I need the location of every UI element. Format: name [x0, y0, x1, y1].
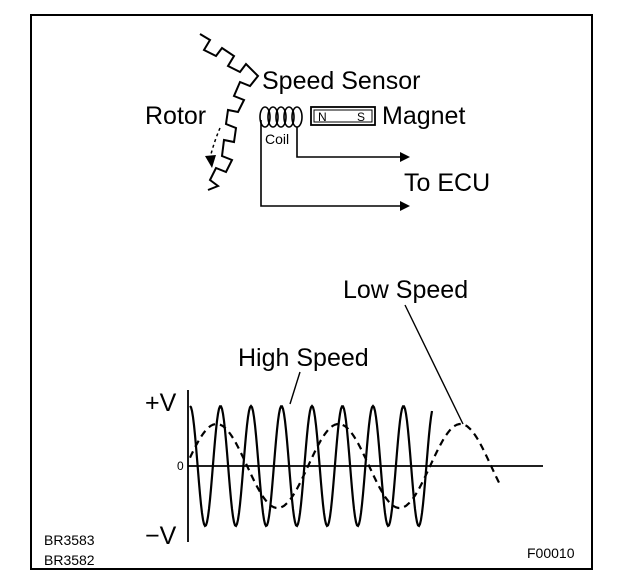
wire-upper	[296, 127, 400, 158]
diagram-frame	[30, 14, 593, 570]
wire-lower-arrow	[400, 201, 410, 211]
rotation-arrow-head	[205, 155, 216, 168]
magnet-s-label: S	[357, 110, 365, 124]
high-speed-leader	[289, 371, 301, 405]
wire-lower	[260, 120, 400, 207]
low-speed-leader	[404, 304, 464, 425]
speed-sensor-label: Speed Sensor	[262, 67, 420, 95]
rotor-label: Rotor	[145, 102, 206, 130]
magnet-label: Magnet	[382, 102, 465, 130]
code-br3582: BR3582	[44, 552, 95, 568]
coil-icon	[259, 106, 303, 128]
high-speed-label: High Speed	[238, 344, 369, 372]
code-br3583: BR3583	[44, 532, 95, 548]
figure-id: F00010	[527, 545, 575, 561]
magnet-body	[310, 106, 376, 126]
minus-v-label: −V	[145, 522, 177, 550]
low-speed-label: Low Speed	[343, 276, 468, 304]
high-speed-waveform	[189, 404, 434, 528]
low-speed-waveform	[188, 422, 501, 510]
plus-v-label: +V	[145, 389, 177, 417]
magnet-n-label: N	[318, 110, 327, 124]
zero-label: 0	[177, 459, 184, 473]
to-ecu-label: To ECU	[404, 169, 490, 197]
rotation-arrow	[209, 127, 221, 159]
wire-upper-arrow	[400, 152, 410, 162]
coil-label: Coil	[265, 131, 289, 147]
rotor-teeth	[199, 33, 260, 191]
magnet-inner	[313, 109, 373, 123]
